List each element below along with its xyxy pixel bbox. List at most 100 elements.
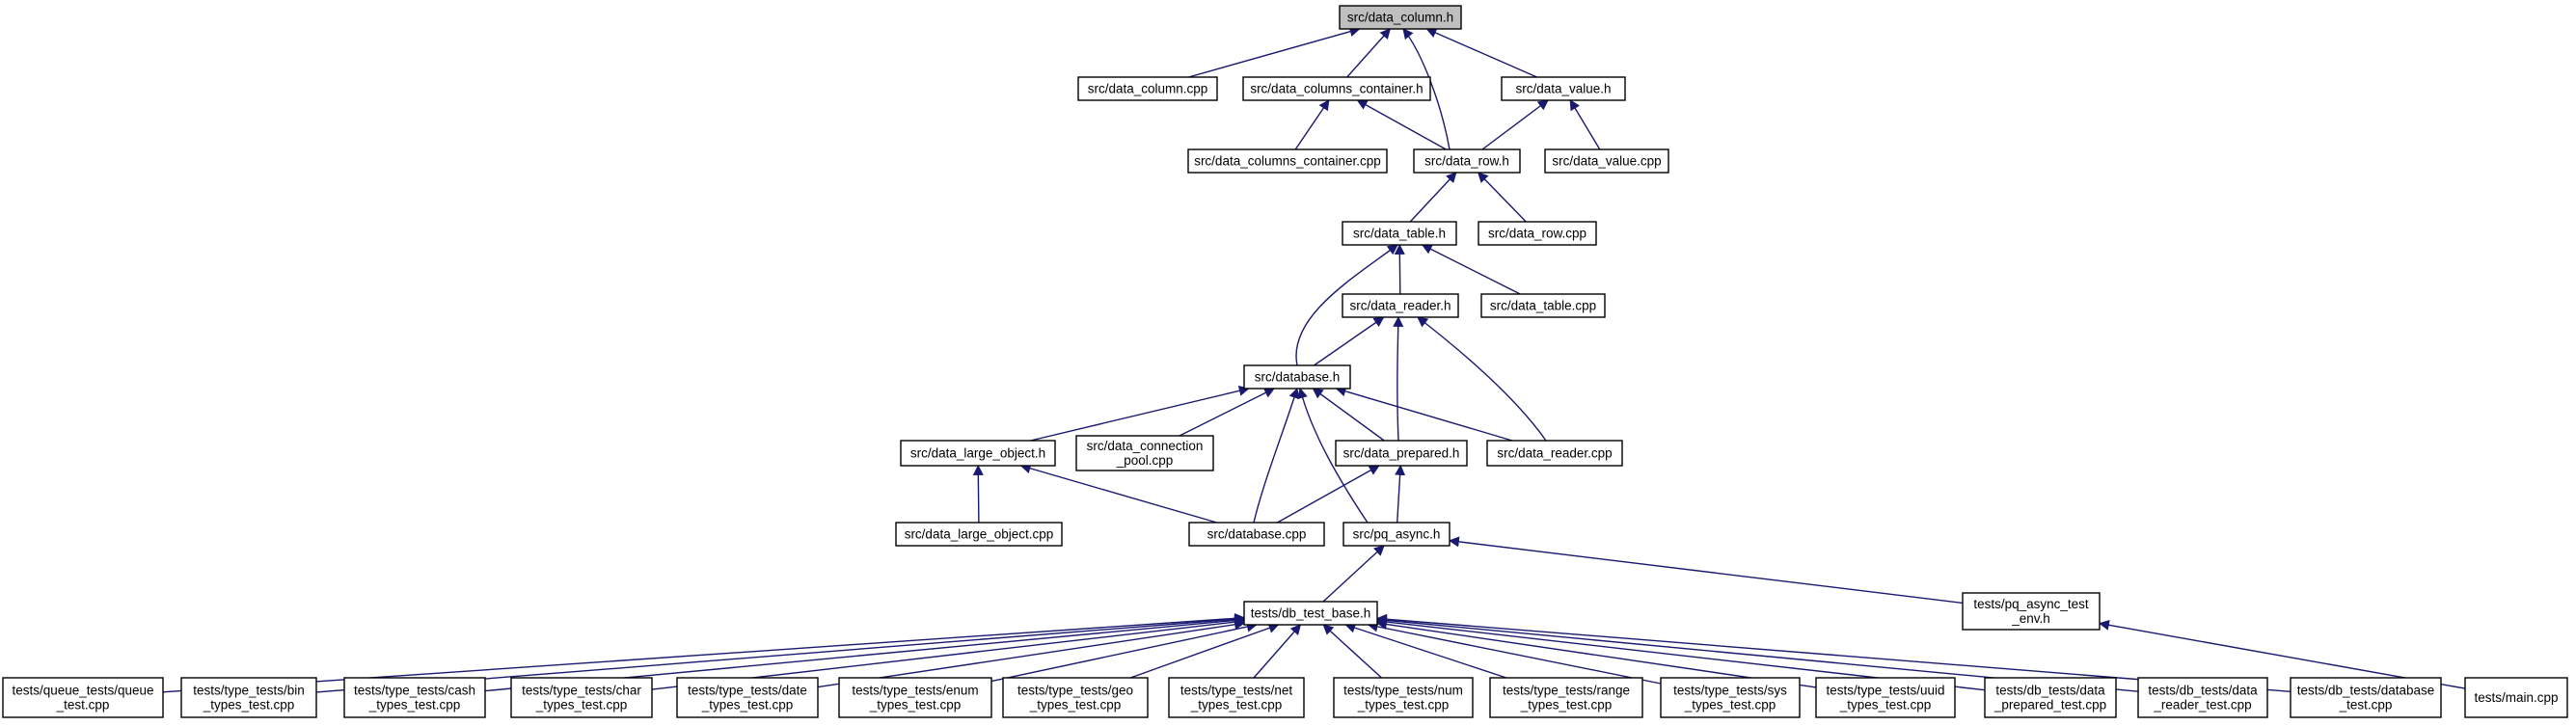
- file-node-n34[interactable]: tests/db_tests/data_reader_test.cpp: [2137, 677, 2268, 718]
- file-node-label: _reader_test.cpp: [2153, 698, 2251, 713]
- file-node-box: [676, 677, 819, 718]
- file-node-n16[interactable]: src/data_large_object.cpp: [895, 522, 1063, 547]
- file-node-label: tests/type_tests/sys: [1673, 684, 1787, 698]
- file-node-box: [343, 677, 486, 718]
- file-node-n6[interactable]: src/data_value.cpp: [1544, 148, 1669, 174]
- file-node-label: tests/type_tests/geo: [1017, 684, 1133, 698]
- edge-n14-to-n11: [1312, 388, 1385, 442]
- file-node-box: [1342, 221, 1457, 246]
- file-node-n24[interactable]: tests/type_tests/char_types_test.cpp: [510, 677, 653, 718]
- file-node-label: _types_test.cpp: [1357, 698, 1450, 713]
- edge-n18-to-n14: [1395, 464, 1406, 524]
- file-node-n10[interactable]: src/data_table.cpp: [1480, 293, 1606, 318]
- file-node-label: _types_test.cpp: [1029, 698, 1122, 713]
- file-node-label: tests/type_tests/cash: [354, 684, 475, 698]
- file-node-label: src/data_prepared.h: [1343, 446, 1460, 461]
- file-node-box: [1187, 148, 1388, 174]
- file-node-box: [1478, 221, 1597, 246]
- file-node-box: [1075, 435, 1214, 471]
- file-node-box: [1243, 601, 1378, 626]
- edge-n32-to-n19: [1375, 619, 1817, 688]
- edge-n15-to-n9: [1417, 316, 1547, 442]
- file-node-label: src/data_column.h: [1347, 11, 1453, 25]
- file-node-n1[interactable]: src/data_column.cpp: [1077, 76, 1218, 101]
- file-node-label: tests/type_tests/net: [1180, 684, 1293, 698]
- file-node-n25[interactable]: tests/type_tests/date_types_test.cpp: [676, 677, 819, 718]
- file-node-box: [1243, 364, 1351, 390]
- file-node-label: src/data_row.cpp: [1488, 227, 1586, 241]
- file-node-n12[interactable]: src/data_large_object.h: [900, 440, 1056, 467]
- file-node-n2[interactable]: src/data_columns_container.h: [1242, 76, 1431, 101]
- file-node-n28[interactable]: tests/type_tests/net_types_test.cpp: [1168, 677, 1305, 718]
- file-node-label: tests/type_tests/enum: [852, 684, 978, 698]
- edge-n19-to-n18: [1322, 545, 1385, 603]
- file-node-box: [2290, 677, 2442, 718]
- file-node-label: tests/pq_async_test: [1973, 597, 2089, 611]
- file-node-n4[interactable]: src/data_columns_container.cpp: [1187, 148, 1388, 174]
- edge-n21-to-n19: [162, 612, 1246, 693]
- edge-n30-to-n19: [1344, 622, 1507, 679]
- edge-n7-to-n5: [1409, 172, 1457, 223]
- file-node-label: _types_test.cpp: [368, 698, 461, 713]
- file-node-box: [510, 677, 653, 718]
- file-node-n19[interactable]: tests/db_test_base.h: [1243, 601, 1378, 626]
- edge-n4-to-n2: [1294, 99, 1330, 150]
- edge-n3-to-n0: [1425, 27, 1537, 78]
- file-node-box: [2, 677, 164, 718]
- file-node-n30[interactable]: tests/type_tests/range_types_test.cpp: [1489, 677, 1643, 718]
- file-node-n8[interactable]: src/data_row.cpp: [1478, 221, 1597, 246]
- file-node-n13[interactable]: src/data_connection_pool.cpp: [1075, 435, 1214, 471]
- file-node-n11[interactable]: src/database.h: [1243, 364, 1351, 390]
- file-node-label: src/data_table.h: [1353, 227, 1446, 241]
- edge-n31-to-n19: [1367, 621, 1662, 685]
- file-node-label: tests/type_tests/char: [522, 684, 641, 698]
- file-node-n31[interactable]: tests/type_tests/sys_types_test.cpp: [1660, 677, 1801, 718]
- file-node-n22[interactable]: tests/type_tests/bin_types_test.cpp: [180, 677, 317, 718]
- file-node-n33[interactable]: tests/db_tests/data_prepared_test.cpp: [1984, 677, 2117, 718]
- file-node-label: src/database.cpp: [1207, 527, 1307, 542]
- file-node-label: tests/type_tests/uuid: [1826, 684, 1944, 698]
- edge-n18-to-n11: [1297, 387, 1369, 524]
- file-node-label: tests/db_tests/database: [2297, 684, 2435, 698]
- file-node-n26[interactable]: tests/type_tests/enum_types_test.cpp: [838, 677, 992, 718]
- file-node-n7[interactable]: src/data_table.h: [1342, 221, 1457, 246]
- file-node-label: tests/db_tests/data: [2148, 684, 2258, 698]
- file-node-box: [895, 522, 1063, 547]
- file-node-label: _prepared_test.cpp: [1993, 698, 2106, 713]
- file-node-n36[interactable]: tests/main.cpp: [2464, 677, 2568, 718]
- file-node-box: [2464, 677, 2568, 718]
- file-node-label: src/data_column.cpp: [1088, 82, 1208, 96]
- file-node-n14[interactable]: src/data_prepared.h: [1335, 440, 1468, 467]
- file-node-n5[interactable]: src/data_row.h: [1413, 148, 1521, 174]
- edge-n17-to-n11: [1253, 387, 1300, 524]
- file-node-box: [1489, 677, 1643, 718]
- edge-n16-to-n12: [972, 464, 984, 524]
- file-node-n20[interactable]: tests/pq_async_test_env.h: [1962, 592, 2101, 631]
- file-node-n0[interactable]: src/data_column.h: [1339, 5, 1462, 30]
- file-node-n23[interactable]: tests/type_tests/cash_types_test.cpp: [343, 677, 486, 718]
- file-node-label: tests/db_test_base.h: [1251, 606, 1371, 621]
- file-node-n27[interactable]: tests/type_tests/geo_types_test.cpp: [1002, 677, 1149, 718]
- file-node-n21[interactable]: tests/queue_tests/queue_test.cpp: [2, 677, 164, 718]
- file-node-n29[interactable]: tests/type_tests/num_types_test.cpp: [1333, 677, 1474, 718]
- edge-n15-to-n11: [1335, 386, 1513, 442]
- file-node-n15[interactable]: src/data_reader.cpp: [1486, 440, 1623, 467]
- file-node-box: [1962, 592, 2101, 631]
- file-node-box: [1335, 440, 1468, 467]
- edge-n13-to-n11: [1179, 388, 1275, 437]
- edge-n26-to-n19: [990, 621, 1258, 683]
- file-node-box: [1168, 677, 1305, 718]
- file-node-label: _test.cpp: [56, 698, 110, 713]
- edge-n8-to-n5: [1477, 172, 1527, 223]
- file-node-n32[interactable]: tests/type_tests/uuid_types_test.cpp: [1815, 677, 1956, 718]
- file-node-label: src/data_table.cpp: [1490, 299, 1596, 313]
- file-node-box: [180, 677, 317, 718]
- file-node-n17[interactable]: src/database.cpp: [1188, 522, 1325, 547]
- file-node-label: src/data_value.cpp: [1552, 154, 1661, 169]
- file-node-n3[interactable]: src/data_value.h: [1501, 76, 1626, 101]
- file-node-box: [1333, 677, 1474, 718]
- file-node-n9[interactable]: src/data_reader.h: [1342, 293, 1459, 318]
- file-node-n18[interactable]: src/pq_async.h: [1342, 522, 1451, 547]
- file-node-label: _types_test.cpp: [1684, 698, 1776, 713]
- file-node-n35[interactable]: tests/db_tests/database_test.cpp: [2290, 677, 2442, 718]
